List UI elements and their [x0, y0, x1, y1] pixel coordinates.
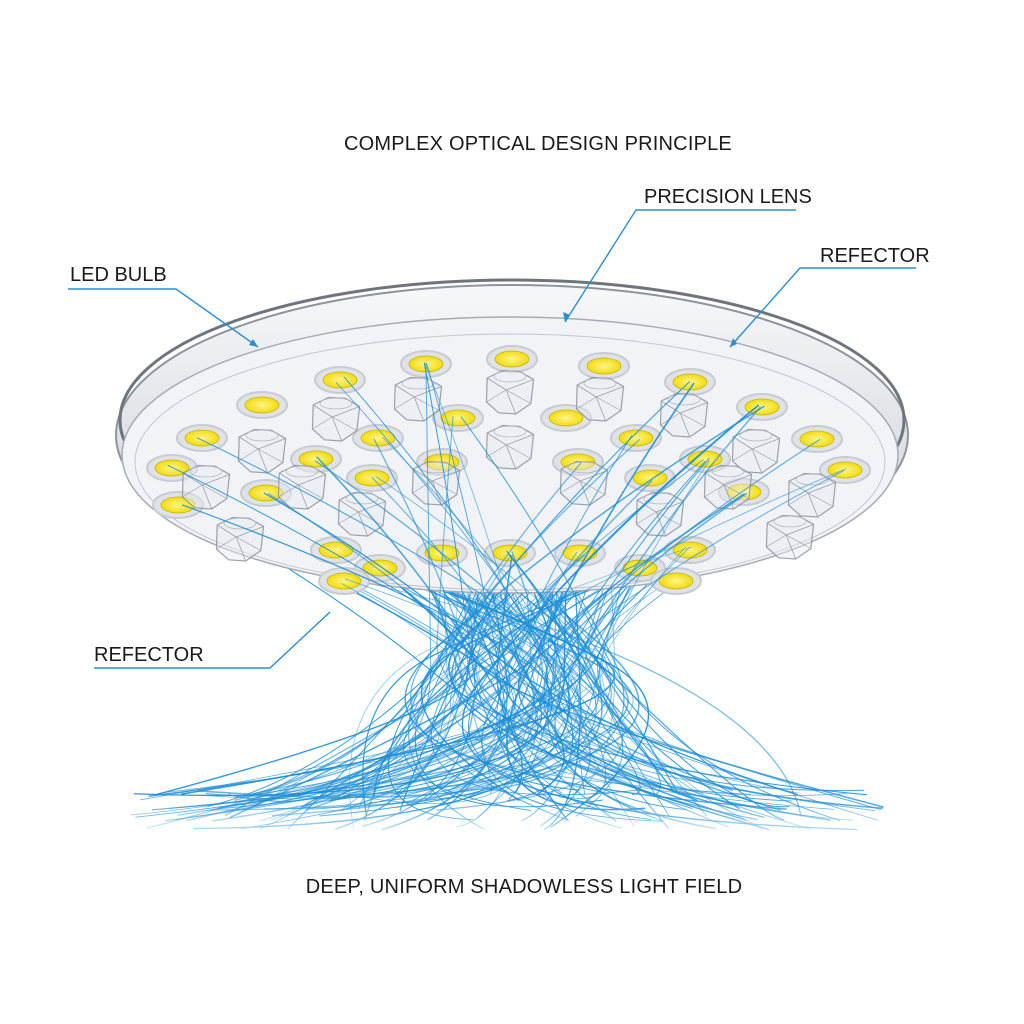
- precision-lens-icon: [765, 514, 815, 560]
- led-bulb-icon: [650, 567, 702, 595]
- leader-reflector-top: [729, 267, 916, 348]
- precision-lens-icon: [485, 369, 535, 415]
- lens-array: [181, 369, 837, 562]
- label-reflector-top: REFECTOR: [820, 245, 930, 267]
- led-bulb-icon: [610, 424, 662, 452]
- precision-lens-icon: [787, 472, 837, 518]
- diagram-caption: DEEP, UNIFORM SHADOWLESS LIGHT FIELD: [306, 876, 743, 898]
- led-bulb-icon: [176, 424, 228, 452]
- precision-lens-icon: [485, 424, 535, 470]
- led-bulb-icon: [791, 425, 843, 453]
- leader-arrowheads: [249, 312, 737, 347]
- led-bulb-icon: [486, 345, 538, 373]
- precision-lens-icon: [237, 428, 287, 474]
- disc-inner-edge: [134, 333, 886, 591]
- leader-precision-lens: [564, 209, 796, 323]
- precision-lens-icon: [575, 376, 625, 422]
- label-led-bulb: LED BULB: [70, 264, 167, 286]
- precision-lens-icon: [393, 376, 443, 422]
- diagram-title: COMPLEX OPTICAL DESIGN PRINCIPLE: [344, 133, 732, 155]
- led-bulb-icon: [318, 567, 370, 595]
- precision-lens-icon: [659, 392, 709, 438]
- led-bulb-icon: [432, 404, 484, 432]
- label-precision-lens: PRECISION LENS: [644, 186, 812, 208]
- led-bulb-icon: [578, 352, 630, 380]
- leader-led-bulb: [68, 288, 259, 348]
- leader-lines: [68, 209, 916, 669]
- precision-lens-icon: [181, 464, 231, 510]
- leader-reflector-left: [94, 611, 331, 669]
- precision-lens-icon: [731, 428, 781, 474]
- label-reflector-left: REFECTOR: [94, 644, 204, 666]
- led-bulb-icon: [236, 391, 288, 419]
- led-bulb-icon: [664, 368, 716, 396]
- led-bulb-icon: [484, 539, 536, 567]
- led-bulb-icon: [310, 536, 362, 564]
- precision-lens-icon: [215, 516, 265, 562]
- precision-lens-icon: [311, 396, 361, 442]
- ray-fade: [100, 600, 924, 840]
- led-bulb-icon: [314, 366, 366, 394]
